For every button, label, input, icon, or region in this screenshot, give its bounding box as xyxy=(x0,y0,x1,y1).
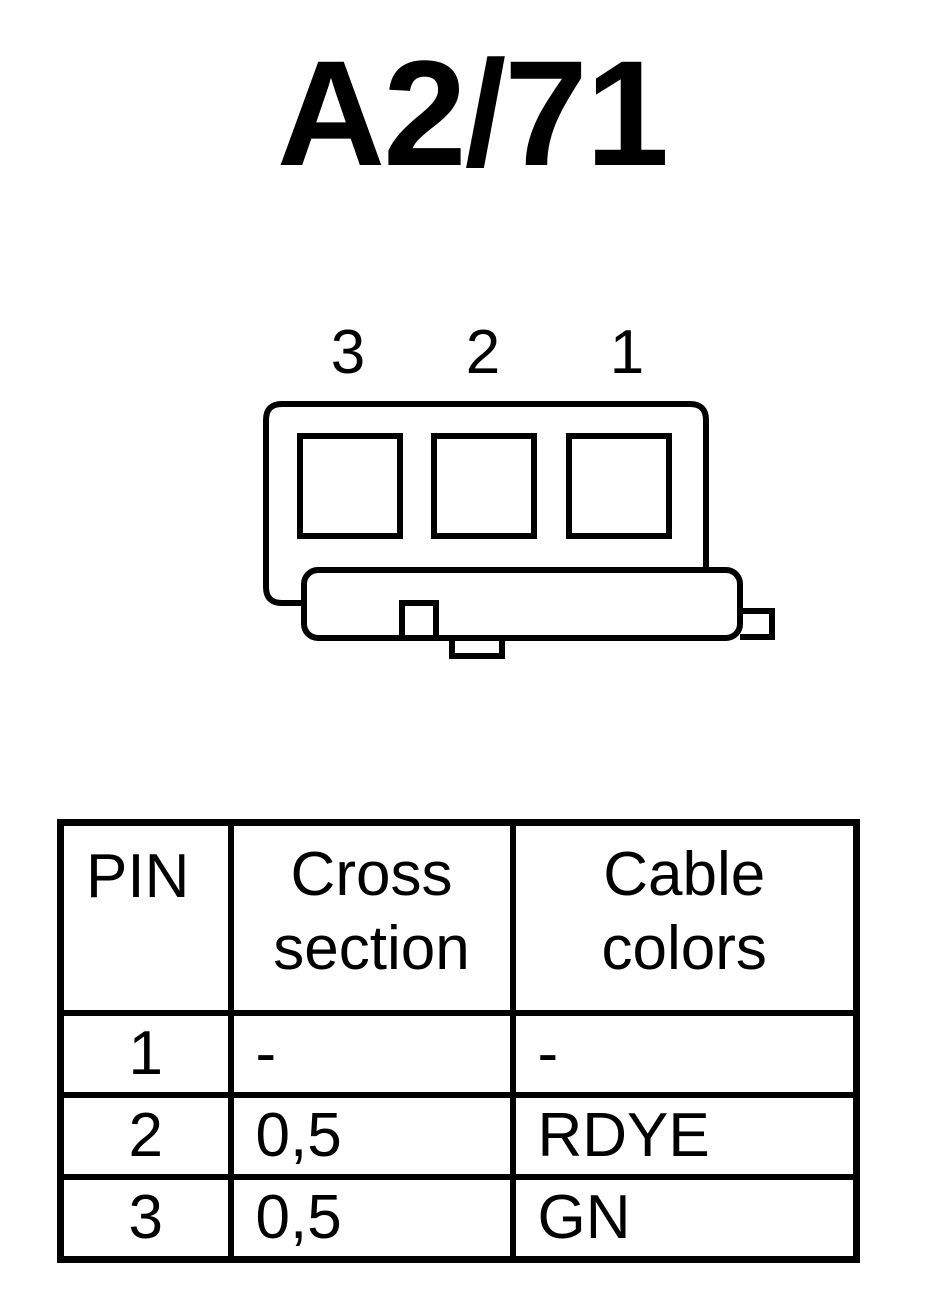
cell-cable-color: - xyxy=(509,1010,860,1098)
latch-bottom-nub xyxy=(449,638,505,659)
cell-pin: 2 xyxy=(57,1092,234,1180)
pin-label-1: 1 xyxy=(610,318,644,387)
pin-cavity-1 xyxy=(566,433,672,539)
connector-title: A2/71 xyxy=(276,29,669,197)
latch-key xyxy=(399,600,439,641)
connector-diagram: 3 2 1 xyxy=(263,318,775,659)
cell-cross-section: - xyxy=(227,1010,516,1098)
pin-label-2: 2 xyxy=(466,318,500,387)
cell-pin: 1 xyxy=(57,1010,234,1098)
pin-cavity-2 xyxy=(431,433,537,539)
header-pin: PIN xyxy=(57,819,234,1016)
cell-cross-section: 0,5 xyxy=(227,1092,516,1180)
header-cross-section: Cross section xyxy=(227,819,516,1016)
pin-label-3: 3 xyxy=(331,318,365,387)
pin-cavity-3 xyxy=(297,433,403,539)
pin-table-header: PIN Cross section Cable colors xyxy=(57,819,860,1016)
table-row: 2 0,5 RDYE xyxy=(57,1092,860,1180)
pin-table: PIN Cross section Cable colors 1 - - 2 0 xyxy=(57,819,860,1263)
cell-cable-color: RDYE xyxy=(509,1092,860,1180)
cell-cable-color: GN xyxy=(509,1174,860,1263)
latch-side-nub xyxy=(740,608,775,640)
cell-cross-section: 0,5 xyxy=(227,1174,516,1263)
connector-housing xyxy=(263,401,709,606)
table-row: 3 0,5 GN xyxy=(57,1174,860,1263)
table-row: 1 - - xyxy=(57,1010,860,1098)
cell-pin: 3 xyxy=(57,1174,234,1263)
connector-latch xyxy=(301,567,743,641)
header-cable-colors: Cable colors xyxy=(509,819,860,1016)
